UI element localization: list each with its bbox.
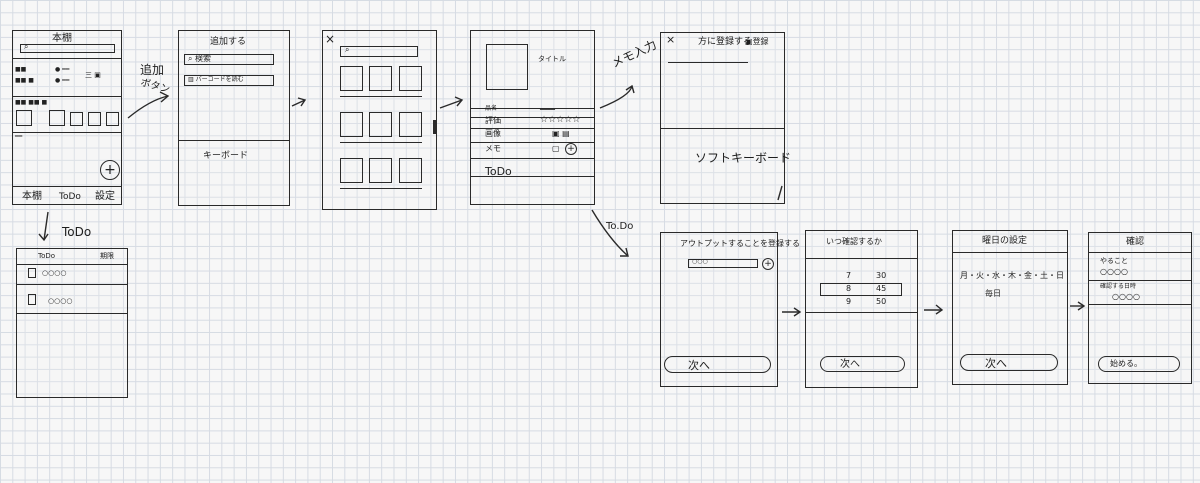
grid-item-1[interactable] (340, 66, 363, 91)
time-next-button[interactable] (820, 356, 905, 372)
grid-item-9[interactable] (399, 158, 422, 183)
close-icon[interactable]: × (666, 33, 676, 46)
memo-keyboard-label: ソフトキーボード (695, 151, 792, 165)
detail-row-image: 画像 (485, 129, 501, 138)
annotation-memo-input: メモ入力 (609, 37, 659, 71)
output-next-button[interactable] (664, 356, 771, 373)
weekday-every-day[interactable]: 毎日 (985, 289, 1001, 298)
grid-item-4[interactable] (340, 112, 363, 137)
home-book-1[interactable] (16, 110, 32, 126)
grid-search-field[interactable] (340, 46, 418, 57)
detail-rating-stars[interactable]: ☆☆☆☆☆ (540, 115, 581, 125)
annotation-add-button-1: 追加 (140, 63, 165, 77)
grid-item-2[interactable] (369, 66, 392, 91)
add-screen (178, 30, 290, 206)
memo-title: 方に登録する (698, 37, 753, 47)
grid-item-5[interactable] (369, 112, 392, 137)
time-next-label: 次へ (840, 359, 860, 370)
grid-screen (322, 30, 437, 210)
home-search-box[interactable] (20, 44, 115, 53)
output-add-button[interactable]: + (762, 258, 774, 270)
output-next-label: 次へ (688, 359, 710, 372)
weekday-next-label: 次へ (985, 357, 1007, 370)
confirm-title: 確認 (1126, 237, 1145, 247)
todo-item-1[interactable]: ○○○○ (42, 269, 67, 277)
close-icon[interactable]: × (325, 32, 336, 46)
detail-cover-image (486, 44, 528, 90)
time-hour-2[interactable]: 8 (846, 284, 852, 293)
add-keyboard-label: キーボード (203, 151, 249, 161)
todo-item-checkbox-1[interactable] (28, 268, 36, 278)
memo-screen (660, 32, 785, 204)
search-icon: ⌕ (24, 42, 29, 51)
todo-col-deadline: 期限 (100, 252, 114, 260)
detail-row-todo: ToDo (485, 165, 512, 178)
confirm-date-value: ○○○○ (1112, 292, 1140, 301)
grid-item-8[interactable] (369, 158, 392, 183)
confirm-todo-label: やること (1100, 257, 1128, 265)
output-screen (660, 232, 778, 387)
time-minute-2[interactable]: 45 (876, 284, 887, 293)
add-title: 追加する (210, 37, 247, 47)
todo-screen (16, 248, 128, 398)
home-book-2[interactable] (49, 110, 65, 126)
add-barcode-button[interactable] (184, 75, 274, 86)
confirm-start-label: 始める。 (1110, 359, 1142, 368)
confirm-todo-value: ○○○○ (1100, 267, 1128, 276)
grid-item-6[interactable] (399, 112, 422, 137)
annotation-todo-branch: To.Do (606, 221, 634, 232)
annotation-add-button-2: ボタン (139, 77, 172, 96)
output-input-field[interactable] (688, 259, 758, 268)
add-search-field[interactable] (184, 54, 274, 65)
output-input-value: ○○○ (692, 258, 708, 265)
grid-item-3[interactable] (399, 66, 422, 91)
confirm-start-button[interactable] (1098, 356, 1180, 372)
home-add-button[interactable]: + (100, 160, 120, 180)
detail-row-memo: メモ (485, 144, 501, 153)
annotation-todo-down: ToDo (62, 225, 92, 239)
add-search-label: ⌕ 検索 (188, 54, 212, 63)
time-hour-3[interactable]: 9 (846, 297, 852, 306)
time-picker-selected[interactable] (820, 283, 902, 296)
home-book-5[interactable] (106, 112, 119, 126)
time-title: いつ確認するか (826, 237, 882, 246)
time-hour-1[interactable]: 7 (846, 271, 852, 280)
time-minute-3[interactable]: 50 (876, 297, 887, 306)
memo-icon[interactable]: ▢ (552, 144, 560, 153)
home-title: 本棚 (52, 33, 72, 44)
tab-bookshelf[interactable]: 本棚 (22, 191, 42, 202)
time-minute-1[interactable]: 30 (876, 271, 887, 280)
todo-col-header: ToDo (38, 252, 56, 260)
todo-item-2[interactable]: ○○○○ (48, 297, 73, 305)
grid-scrollbar[interactable] (433, 120, 436, 134)
detail-row-name: 品名 (485, 105, 498, 112)
weekday-title: 曜日の設定 (982, 236, 1028, 246)
detail-add-button[interactable]: + (565, 143, 577, 155)
tab-todo[interactable]: ToDo (59, 192, 81, 202)
image-icon[interactable]: ▣ ▤ (552, 129, 570, 138)
memo-save-button[interactable]: ▣登録 (745, 37, 769, 46)
weekday-days[interactable]: 月・火・水・木・金・土・日 (960, 271, 1064, 280)
add-barcode-label: ▥ バーコードを読む (188, 76, 244, 83)
tab-settings[interactable]: 設定 (95, 191, 115, 202)
grid-item-7[interactable] (340, 158, 363, 183)
search-icon: ⌕ (345, 45, 350, 54)
home-book-4[interactable] (88, 112, 101, 126)
output-title: アウトプットすることを登録する (680, 239, 800, 248)
todo-item-checkbox-2[interactable] (28, 294, 36, 305)
weekday-next-button[interactable] (960, 354, 1058, 371)
confirm-date-label: 確認する日時 (1100, 283, 1137, 290)
home-book-3[interactable] (70, 112, 83, 126)
detail-title: タイトル (538, 55, 566, 63)
detail-row-rating: 評価 (485, 116, 501, 125)
